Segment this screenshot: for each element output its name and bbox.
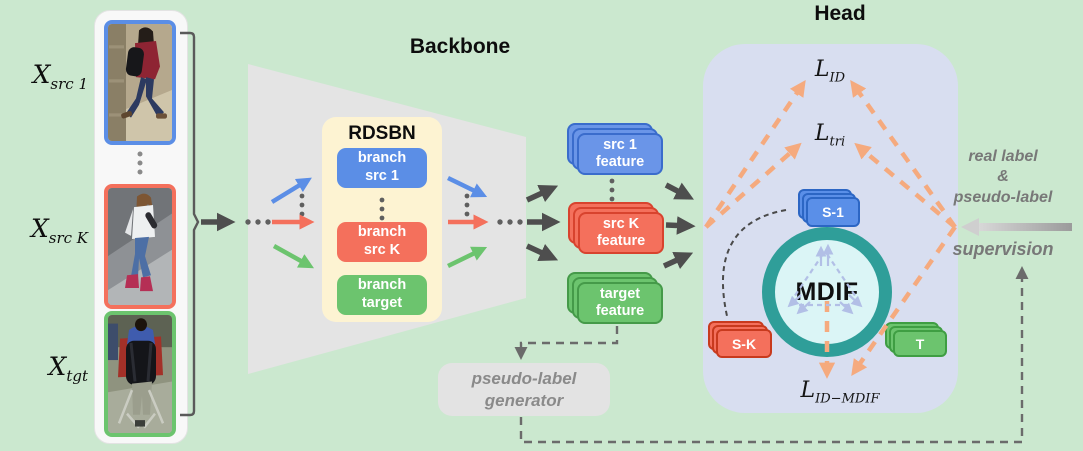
supervision-label: supervision xyxy=(952,239,1054,259)
feature-target-line2: feature xyxy=(595,303,645,319)
branch-target-box: branch target xyxy=(337,275,427,315)
label-x-srcK-sub: src K xyxy=(48,229,88,247)
loss-id-mdif-base: L xyxy=(800,378,816,403)
real-label-line: real label xyxy=(968,148,1038,165)
loss-id-sub: ID xyxy=(829,70,846,86)
feature-stack-target: target feature xyxy=(567,272,663,324)
head-title: Head xyxy=(814,2,866,25)
feature-src1-line1: src 1 xyxy=(603,136,637,153)
feature-stack-srcK: src K feature xyxy=(568,202,664,254)
branch-target-line2: target xyxy=(361,295,403,311)
feature-srcK-line1: src K xyxy=(602,215,640,232)
branch-target-line1: branch xyxy=(357,277,407,294)
mdif-circle: MDIF xyxy=(762,227,892,357)
badge-s1-label: S-1 xyxy=(806,197,860,227)
branch-src1-box: branch src 1 xyxy=(337,148,427,188)
label-x-tgt-base: X xyxy=(48,352,67,381)
flow-arrows-features-in xyxy=(525,184,561,262)
branch-srcK-box: branch src K xyxy=(337,222,427,262)
label-x-src1: Xsrc 1 xyxy=(0,60,88,93)
real-pseudo-label-text: real label & pseudo-label xyxy=(928,147,1078,208)
label-x-srcK-base: X xyxy=(30,214,49,243)
pseudo-label-generator-line2: generator xyxy=(484,390,564,410)
ampersand-line: & xyxy=(997,168,1009,186)
loss-tri-label: Ltri xyxy=(795,121,865,149)
loss-id-label: LID xyxy=(795,57,865,85)
person-src1-image xyxy=(108,24,172,141)
badge-sk-label: S-K xyxy=(716,329,772,358)
person-photo-src1 xyxy=(104,20,176,145)
badge-t-label: T xyxy=(893,330,947,357)
feature-stack-src1: src 1 feature xyxy=(567,123,663,175)
flow-arrows-head-in xyxy=(662,182,696,269)
supervision-arrow xyxy=(961,218,1072,236)
person-srcK-image xyxy=(108,188,172,305)
feature-src1-line2: feature xyxy=(595,154,645,170)
label-x-tgt: Xtgt xyxy=(0,352,88,385)
person-tgt-image xyxy=(108,315,172,433)
branch-srcK-line1: branch xyxy=(357,224,407,241)
label-x-srcK: Xsrc K xyxy=(0,214,88,247)
loss-id-mdif-label: LID−MDIF xyxy=(765,378,915,406)
branch-srcK-line2: src K xyxy=(363,242,401,258)
mdif-label: MDIF xyxy=(795,277,859,306)
backbone-title: Backbone xyxy=(409,35,511,58)
pseudo-label-line: pseudo-label xyxy=(953,188,1053,206)
person-photo-tgt xyxy=(104,311,176,437)
pseudo-label-generator: pseudo-label generator xyxy=(438,363,610,416)
feature-srcK-line2: feature xyxy=(596,233,646,249)
branch-src1-line2: src 1 xyxy=(365,168,399,184)
loss-tri-sub: tri xyxy=(829,134,846,150)
person-photo-srcK xyxy=(104,184,176,309)
pseudo-label-generator-line1: pseudo-label xyxy=(471,369,577,389)
label-x-src1-sub: src 1 xyxy=(50,75,88,93)
loss-tri-base: L xyxy=(814,121,830,146)
loss-id-base: L xyxy=(814,57,830,82)
label-x-tgt-sub: tgt xyxy=(66,367,88,385)
feature-target-line1: target xyxy=(599,285,641,302)
branch-src1-line1: branch xyxy=(357,150,407,167)
rdsbn-title: RDSBN xyxy=(348,123,416,144)
label-x-src1-base: X xyxy=(32,60,51,89)
loss-id-mdif-sub: ID−MDIF xyxy=(815,391,880,407)
